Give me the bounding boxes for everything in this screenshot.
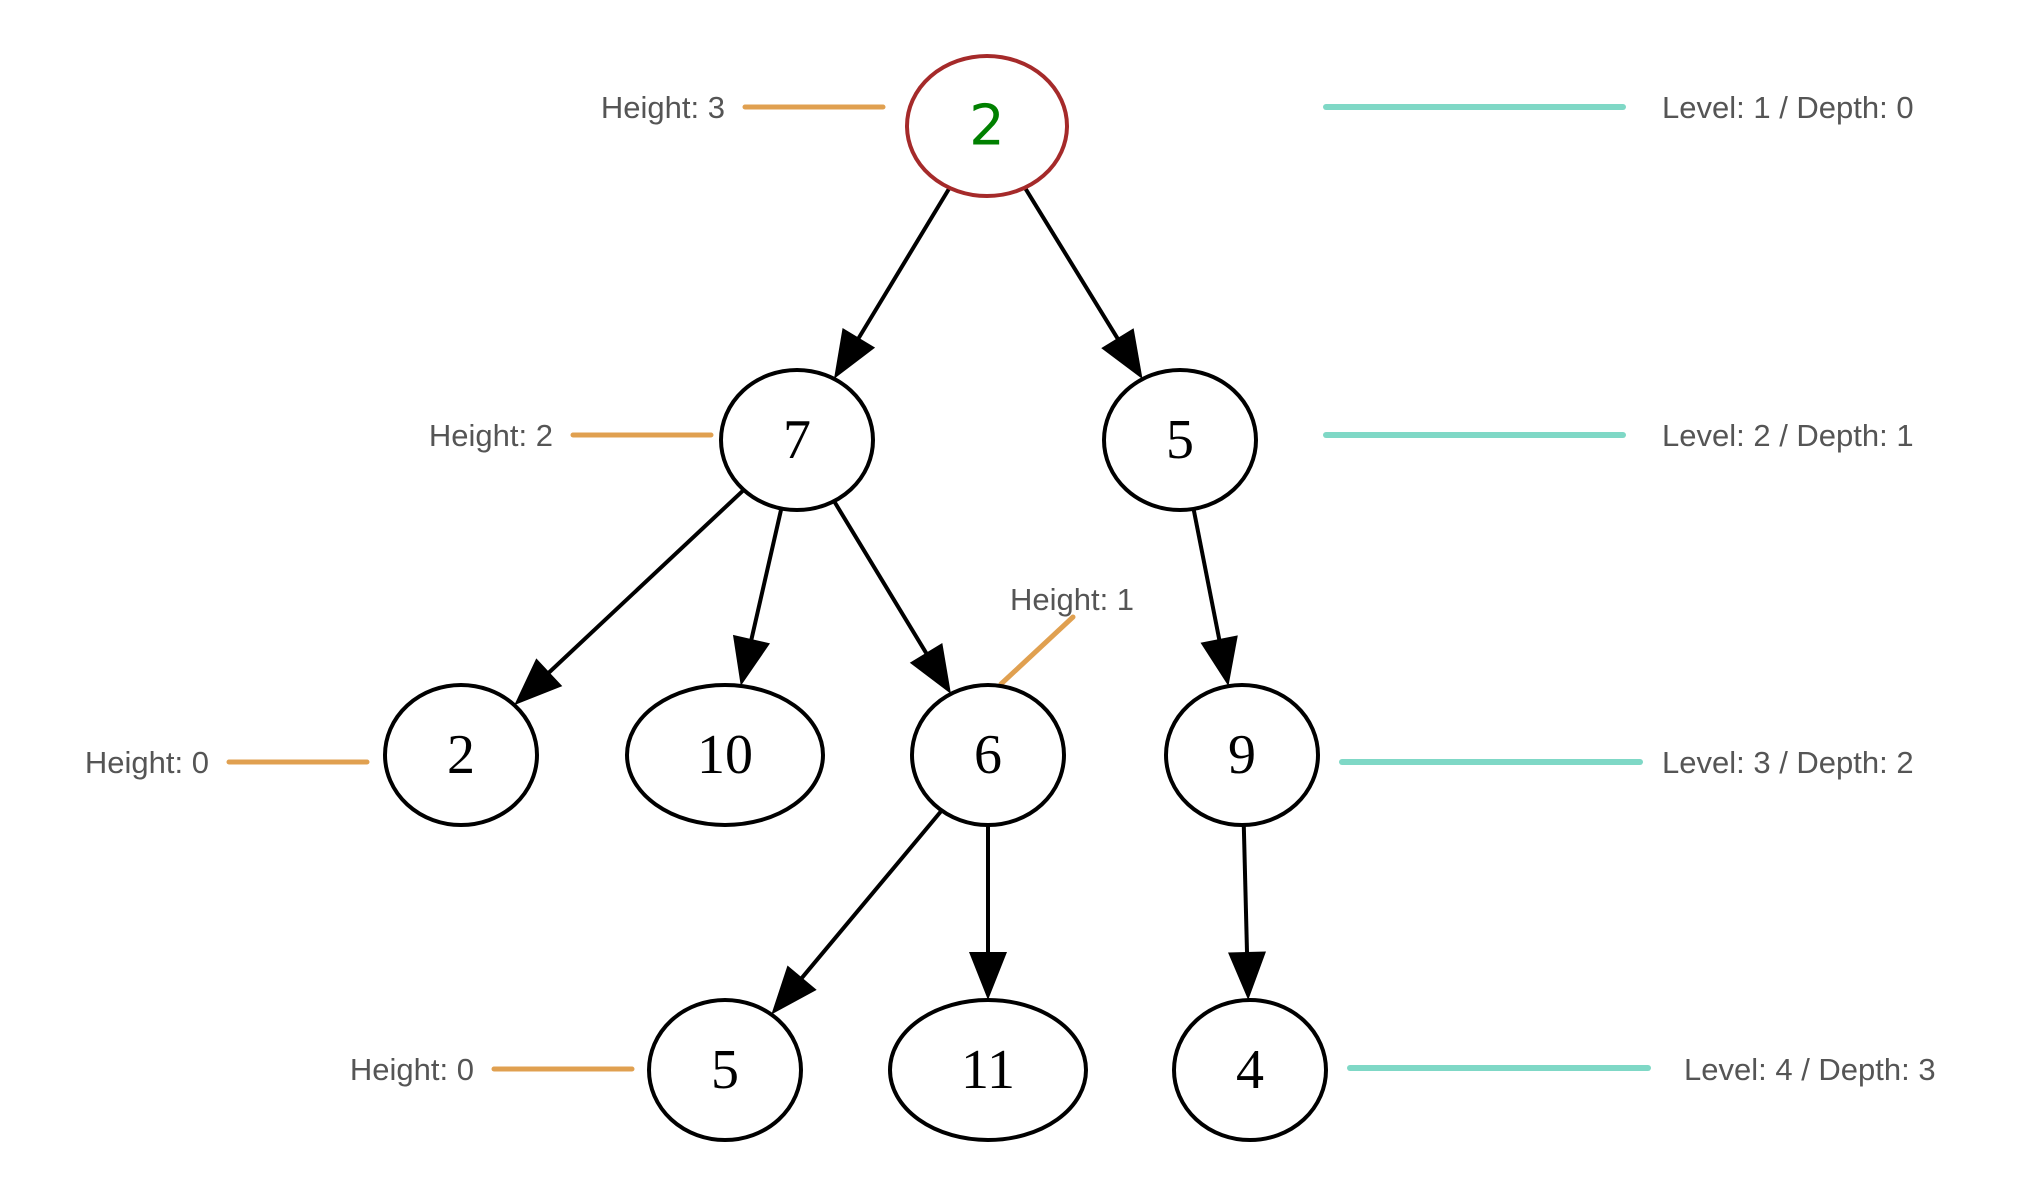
node-label: 10	[697, 724, 753, 786]
node-label: 2	[969, 94, 1005, 159]
tree-node-n10: 10	[625, 683, 825, 827]
arrowhead-icon	[1228, 951, 1266, 1001]
node-label: 6	[974, 724, 1002, 786]
node-label: 11	[961, 1039, 1015, 1101]
arrowhead-icon	[1200, 635, 1238, 687]
height-label-n7: Height: 2	[429, 418, 553, 453]
level-label-1: Level: 1 / Depth: 0	[1662, 90, 1914, 125]
node-ellipse	[888, 998, 1088, 1142]
node-ellipse	[905, 54, 1069, 198]
node-ellipse	[719, 368, 875, 512]
tree-node-n11: 11	[888, 998, 1088, 1142]
height-label-n2: Height: 0	[85, 745, 209, 780]
level-label-2: Level: 2 / Depth: 1	[1662, 418, 1914, 453]
edge-line	[749, 508, 784, 642]
node-ellipse	[1102, 368, 1258, 512]
level-annotation-2: Level: 2 / Depth: 1	[1323, 418, 1914, 453]
edge-n7-n6	[832, 500, 951, 694]
level-label-3: Level: 3 / Depth: 2	[1662, 745, 1914, 780]
height-label-n6: Height: 1	[1010, 582, 1134, 617]
tree-node-n7: 7	[719, 368, 875, 512]
arrowhead-icon	[969, 952, 1007, 1000]
edge-line	[1191, 508, 1222, 642]
node-label: 5	[711, 1039, 739, 1101]
height-label-root: Height: 3	[601, 90, 725, 125]
tree-node-root: 2	[905, 54, 1069, 198]
arrowhead-icon	[771, 965, 817, 1015]
level-annotation-1: Level: 1 / Depth: 0	[1323, 90, 1914, 125]
height-annotation-n7: Height: 2	[429, 418, 714, 453]
edge-n7-n2	[514, 488, 746, 706]
node-label: 7	[783, 409, 811, 471]
tree-node-n4: 4	[1172, 998, 1328, 1142]
edge-line	[799, 809, 944, 981]
edge-line	[546, 488, 746, 676]
level-label-4: Level: 4 / Depth: 3	[1684, 1052, 1936, 1087]
height-label-n5b: Height: 0	[350, 1052, 474, 1087]
edges-layer	[514, 186, 1266, 1015]
height-annotation-n2: Height: 0	[85, 745, 370, 780]
edge-line	[1023, 186, 1121, 341]
edge-line	[856, 186, 952, 341]
node-label: 4	[1236, 1039, 1264, 1101]
tree-node-n5a: 5	[1102, 368, 1258, 512]
edge-root-n7	[833, 186, 952, 379]
arrowhead-icon	[514, 658, 563, 706]
edge-line	[1241, 824, 1250, 955]
node-label: 5	[1166, 409, 1194, 471]
level-annotation-4: Level: 4 / Depth: 3	[1347, 1052, 1936, 1087]
level-annotation-3: Level: 3 / Depth: 2	[1339, 745, 1914, 780]
tree-node-n9: 9	[1164, 683, 1320, 827]
arrowhead-icon	[1101, 328, 1143, 380]
edge-n5a-n9	[1191, 508, 1238, 687]
tree-node-n5b: 5	[647, 998, 803, 1142]
tree-node-n2: 2	[383, 683, 539, 827]
edge-line	[832, 500, 929, 656]
height-annotation-n6: Height: 1	[998, 582, 1134, 687]
edge-n9-n4	[1228, 824, 1266, 1001]
node-ellipse	[383, 683, 539, 827]
height-annotation-root: Height: 3	[601, 90, 886, 125]
arrowhead-icon	[732, 634, 771, 686]
node-label: 2	[447, 724, 475, 786]
height-annotation-n5b: Height: 0	[350, 1052, 635, 1087]
arrowhead-icon	[833, 327, 876, 379]
node-ellipse	[1164, 683, 1320, 827]
node-ellipse	[625, 683, 825, 827]
arrowhead-icon	[909, 642, 951, 694]
edge-n6-n11	[969, 825, 1007, 1000]
node-ellipse	[647, 998, 803, 1142]
tree-node-n6: 6	[910, 683, 1066, 827]
height-marker-line	[998, 614, 1076, 687]
edge-n7-n10	[732, 508, 784, 686]
edge-root-n5a	[1023, 186, 1143, 380]
node-label: 9	[1228, 724, 1256, 786]
node-ellipse	[910, 683, 1066, 827]
edge-n6-n5b	[771, 809, 944, 1015]
node-ellipse	[1172, 998, 1328, 1142]
